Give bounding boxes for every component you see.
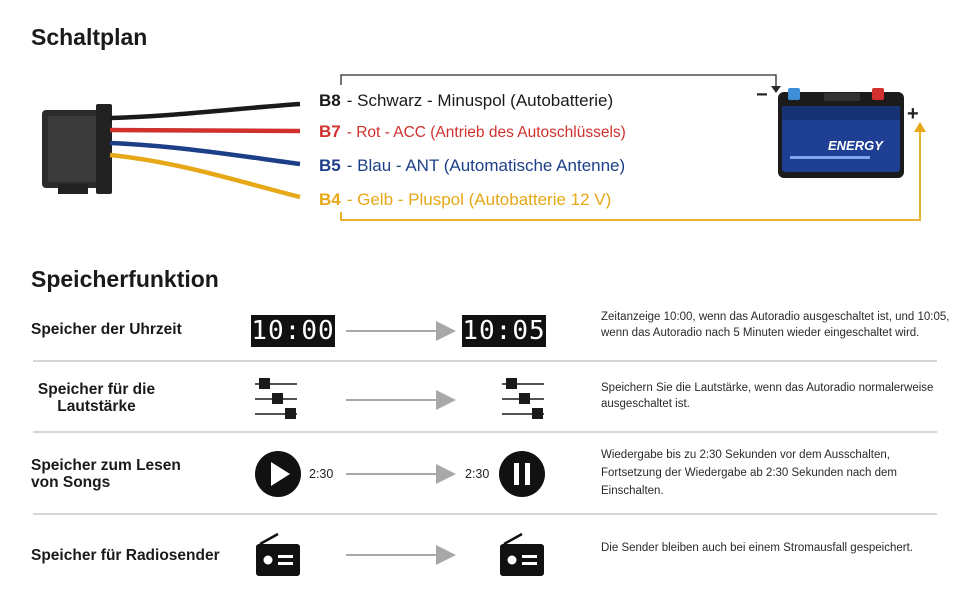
row-volume-title-line2: Lautstärke: [57, 398, 136, 415]
wire-code-b8: B8: [319, 91, 341, 110]
battery-icon: ENERGY: [778, 88, 904, 178]
wire-yellow: [109, 152, 301, 200]
wire-text-b5: - Blau - ANT (Automatische Antenne): [346, 156, 626, 175]
connector-icon: [42, 104, 112, 194]
divider-2: [33, 431, 937, 433]
wire-label-b8: B8 - Schwarz - Minuspol (Autobatterie): [319, 91, 613, 111]
divider-3: [33, 513, 937, 515]
volume-slider-icon: [502, 378, 544, 419]
wiring-title: Schaltplan: [31, 24, 148, 50]
row-radio-title: Speicher für Radiosender: [31, 547, 220, 564]
wire-code-b4: B4: [319, 190, 341, 209]
wire-label-b7: B7 - Rot - ACC (Antrieb des Autoschlüssel…: [319, 122, 626, 142]
wire-label-b5: B5 - Blau - ANT (Automatische Antenne): [319, 156, 625, 176]
volume-slider-icon: [255, 378, 297, 419]
wire-text-b4: - Gelb - Pluspol (Autobatterie 12 V): [346, 190, 612, 209]
wire-black: [109, 101, 301, 121]
wire-text-b7: - Rot - ACC (Antrieb des Autoschlüssels): [346, 124, 626, 141]
row-songs-description: Wiedergabe bis zu 2:30 Sekunden vor dem …: [601, 449, 897, 497]
battery-brand: ENERGY: [828, 138, 884, 153]
radio-icon: [256, 532, 300, 576]
memory-title: Speicherfunktion: [31, 266, 219, 292]
row-radio-description: Die Sender bleiben auch bei einem Stroma…: [601, 542, 913, 554]
clock-after-display: 10:05: [462, 315, 546, 347]
wire-red: [109, 127, 301, 134]
plus-lead-line: [340, 130, 921, 221]
wire-code-b5: B5: [319, 156, 341, 175]
row-clock-title: Speicher der Uhrzeit: [31, 321, 182, 338]
battery-plus-sign: +: [907, 103, 919, 125]
wire-label-b4: B4 - Gelb - Pluspol (Autobatterie 12 V): [319, 190, 611, 210]
song-time-before: 2:30: [309, 467, 334, 481]
wire-code-b7: B7: [319, 122, 341, 141]
divider-1: [33, 360, 937, 362]
pause-icon: [499, 451, 545, 497]
row-songs-title-line2: von Songs: [31, 474, 111, 491]
song-time-after: 2:30: [465, 467, 490, 481]
wire-text-b8: - Schwarz - Minuspol (Autobatterie): [346, 91, 614, 110]
row-songs-title-line1: Speicher zum Lesen: [31, 457, 181, 474]
play-icon: [255, 451, 301, 497]
memory-icons-layer: [255, 321, 545, 576]
row-songs-title: Speicher zum Lesen von Songs: [31, 457, 181, 491]
row-volume-description: Speichern Sie die Lautstärke, wenn das A…: [601, 382, 934, 410]
clock-before-display: 10:00: [251, 315, 335, 347]
row-volume-title: Speicher für die Lautstärke: [33, 381, 160, 415]
row-volume-title-line1: Speicher für die: [37, 381, 156, 398]
row-clock-description: Zeitanzeige 10:00, wenn das Autoradio au…: [601, 311, 950, 339]
minus-lead-line: [340, 74, 777, 88]
wire-blue: [109, 140, 301, 167]
battery-minus-sign: −: [756, 84, 768, 106]
wiring-diagram: ENERGY − +: [42, 74, 926, 221]
radio-icon: [500, 532, 544, 576]
